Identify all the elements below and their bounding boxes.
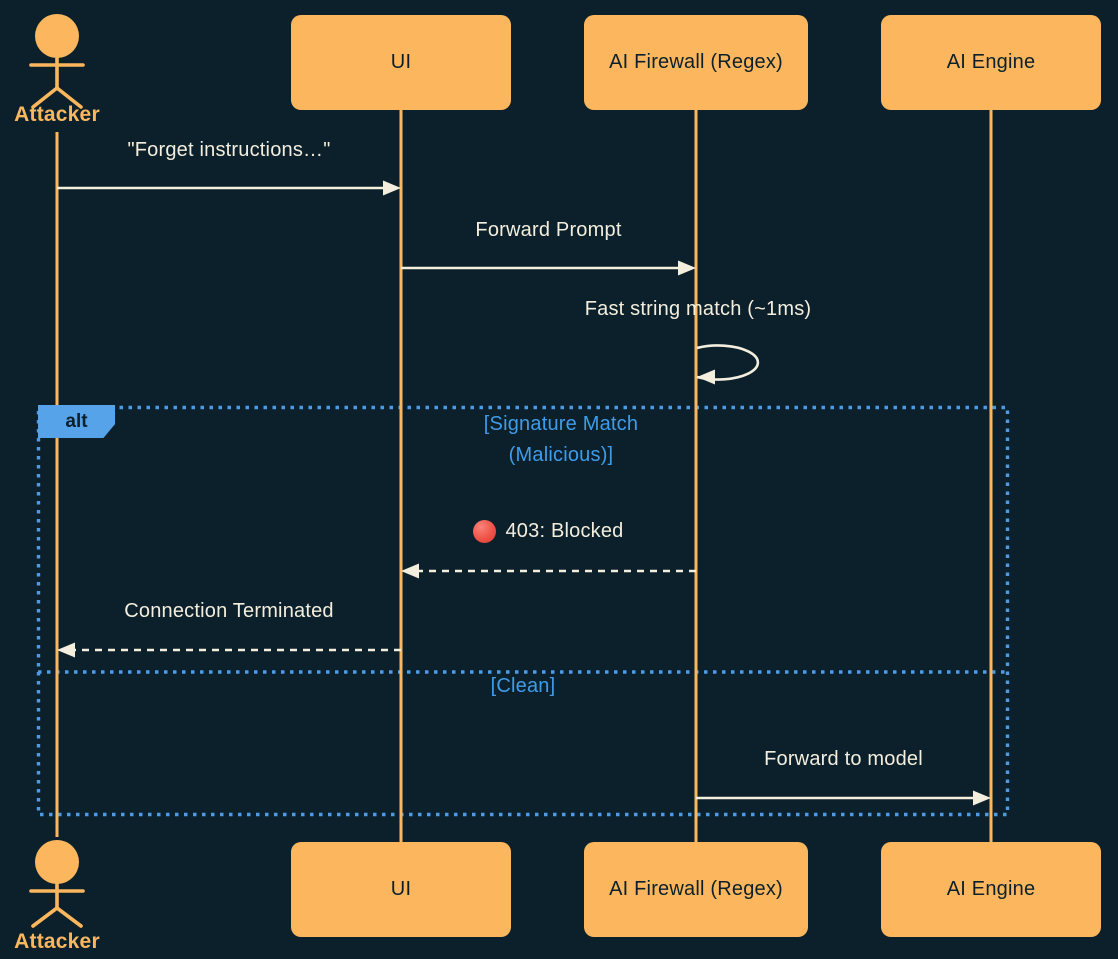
- alt-condition-signature-match: [Signature Match (Malicious)]: [483, 413, 639, 466]
- message-label-forward-to-model: Forward to model: [764, 748, 923, 770]
- arrowhead-icon: [57, 642, 75, 658]
- message-label-connection-terminated: Connection Terminated: [124, 600, 334, 622]
- actor-label-attacker-bottom: Attacker: [14, 930, 100, 953]
- participant-label: AI Firewall (Regex): [609, 51, 783, 73]
- self-loop-fast-string-match: [696, 344, 760, 381]
- actor-label-attacker-top: Attacker: [14, 103, 100, 126]
- arrowhead-icon: [678, 260, 696, 276]
- participant-box-ai-engine-bottom: AI Engine: [881, 842, 1101, 937]
- participant-box-ui-top: UI: [291, 15, 511, 110]
- participant-label: AI Firewall (Regex): [609, 878, 783, 900]
- message-label-fast-string-match: Fast string match (~1ms): [584, 298, 812, 320]
- actor-head-icon: [35, 840, 79, 884]
- message-label-forward-prompt: Forward Prompt: [475, 219, 622, 241]
- message-label-403-blocked: 403: Blocked: [505, 520, 624, 542]
- red-circle-icon: [473, 520, 497, 543]
- participant-box-ui-bottom: UI: [291, 842, 511, 937]
- arrowhead-icon: [973, 790, 991, 806]
- participant-box-ai-firewall-top: AI Firewall (Regex): [584, 15, 808, 110]
- participant-box-ai-firewall-bottom: AI Firewall (Regex): [584, 842, 808, 937]
- arrowhead-icon: [383, 180, 401, 196]
- alt-operator-tab: alt: [38, 405, 115, 438]
- actor-figure-attacker-top: [29, 14, 85, 109]
- participant-label: UI: [390, 878, 412, 900]
- participant-label: UI: [390, 51, 412, 73]
- participant-box-ai-engine-top: AI Engine: [881, 15, 1101, 110]
- participant-label: AI Engine: [946, 51, 1036, 73]
- arrowhead-icon: [401, 563, 419, 579]
- alt-frame-border: [36, 405, 1010, 817]
- arrowhead-icon: [697, 369, 715, 385]
- actor-figure-attacker-bottom: [29, 840, 85, 928]
- message-label-403-blocked-group: 403: Blocked: [401, 520, 696, 543]
- message-label-forget-instructions: "Forget instructions…": [127, 139, 331, 161]
- alt-condition-clean: [Clean]: [490, 675, 556, 697]
- participant-label: AI Engine: [946, 878, 1036, 900]
- actor-head-icon: [35, 14, 79, 58]
